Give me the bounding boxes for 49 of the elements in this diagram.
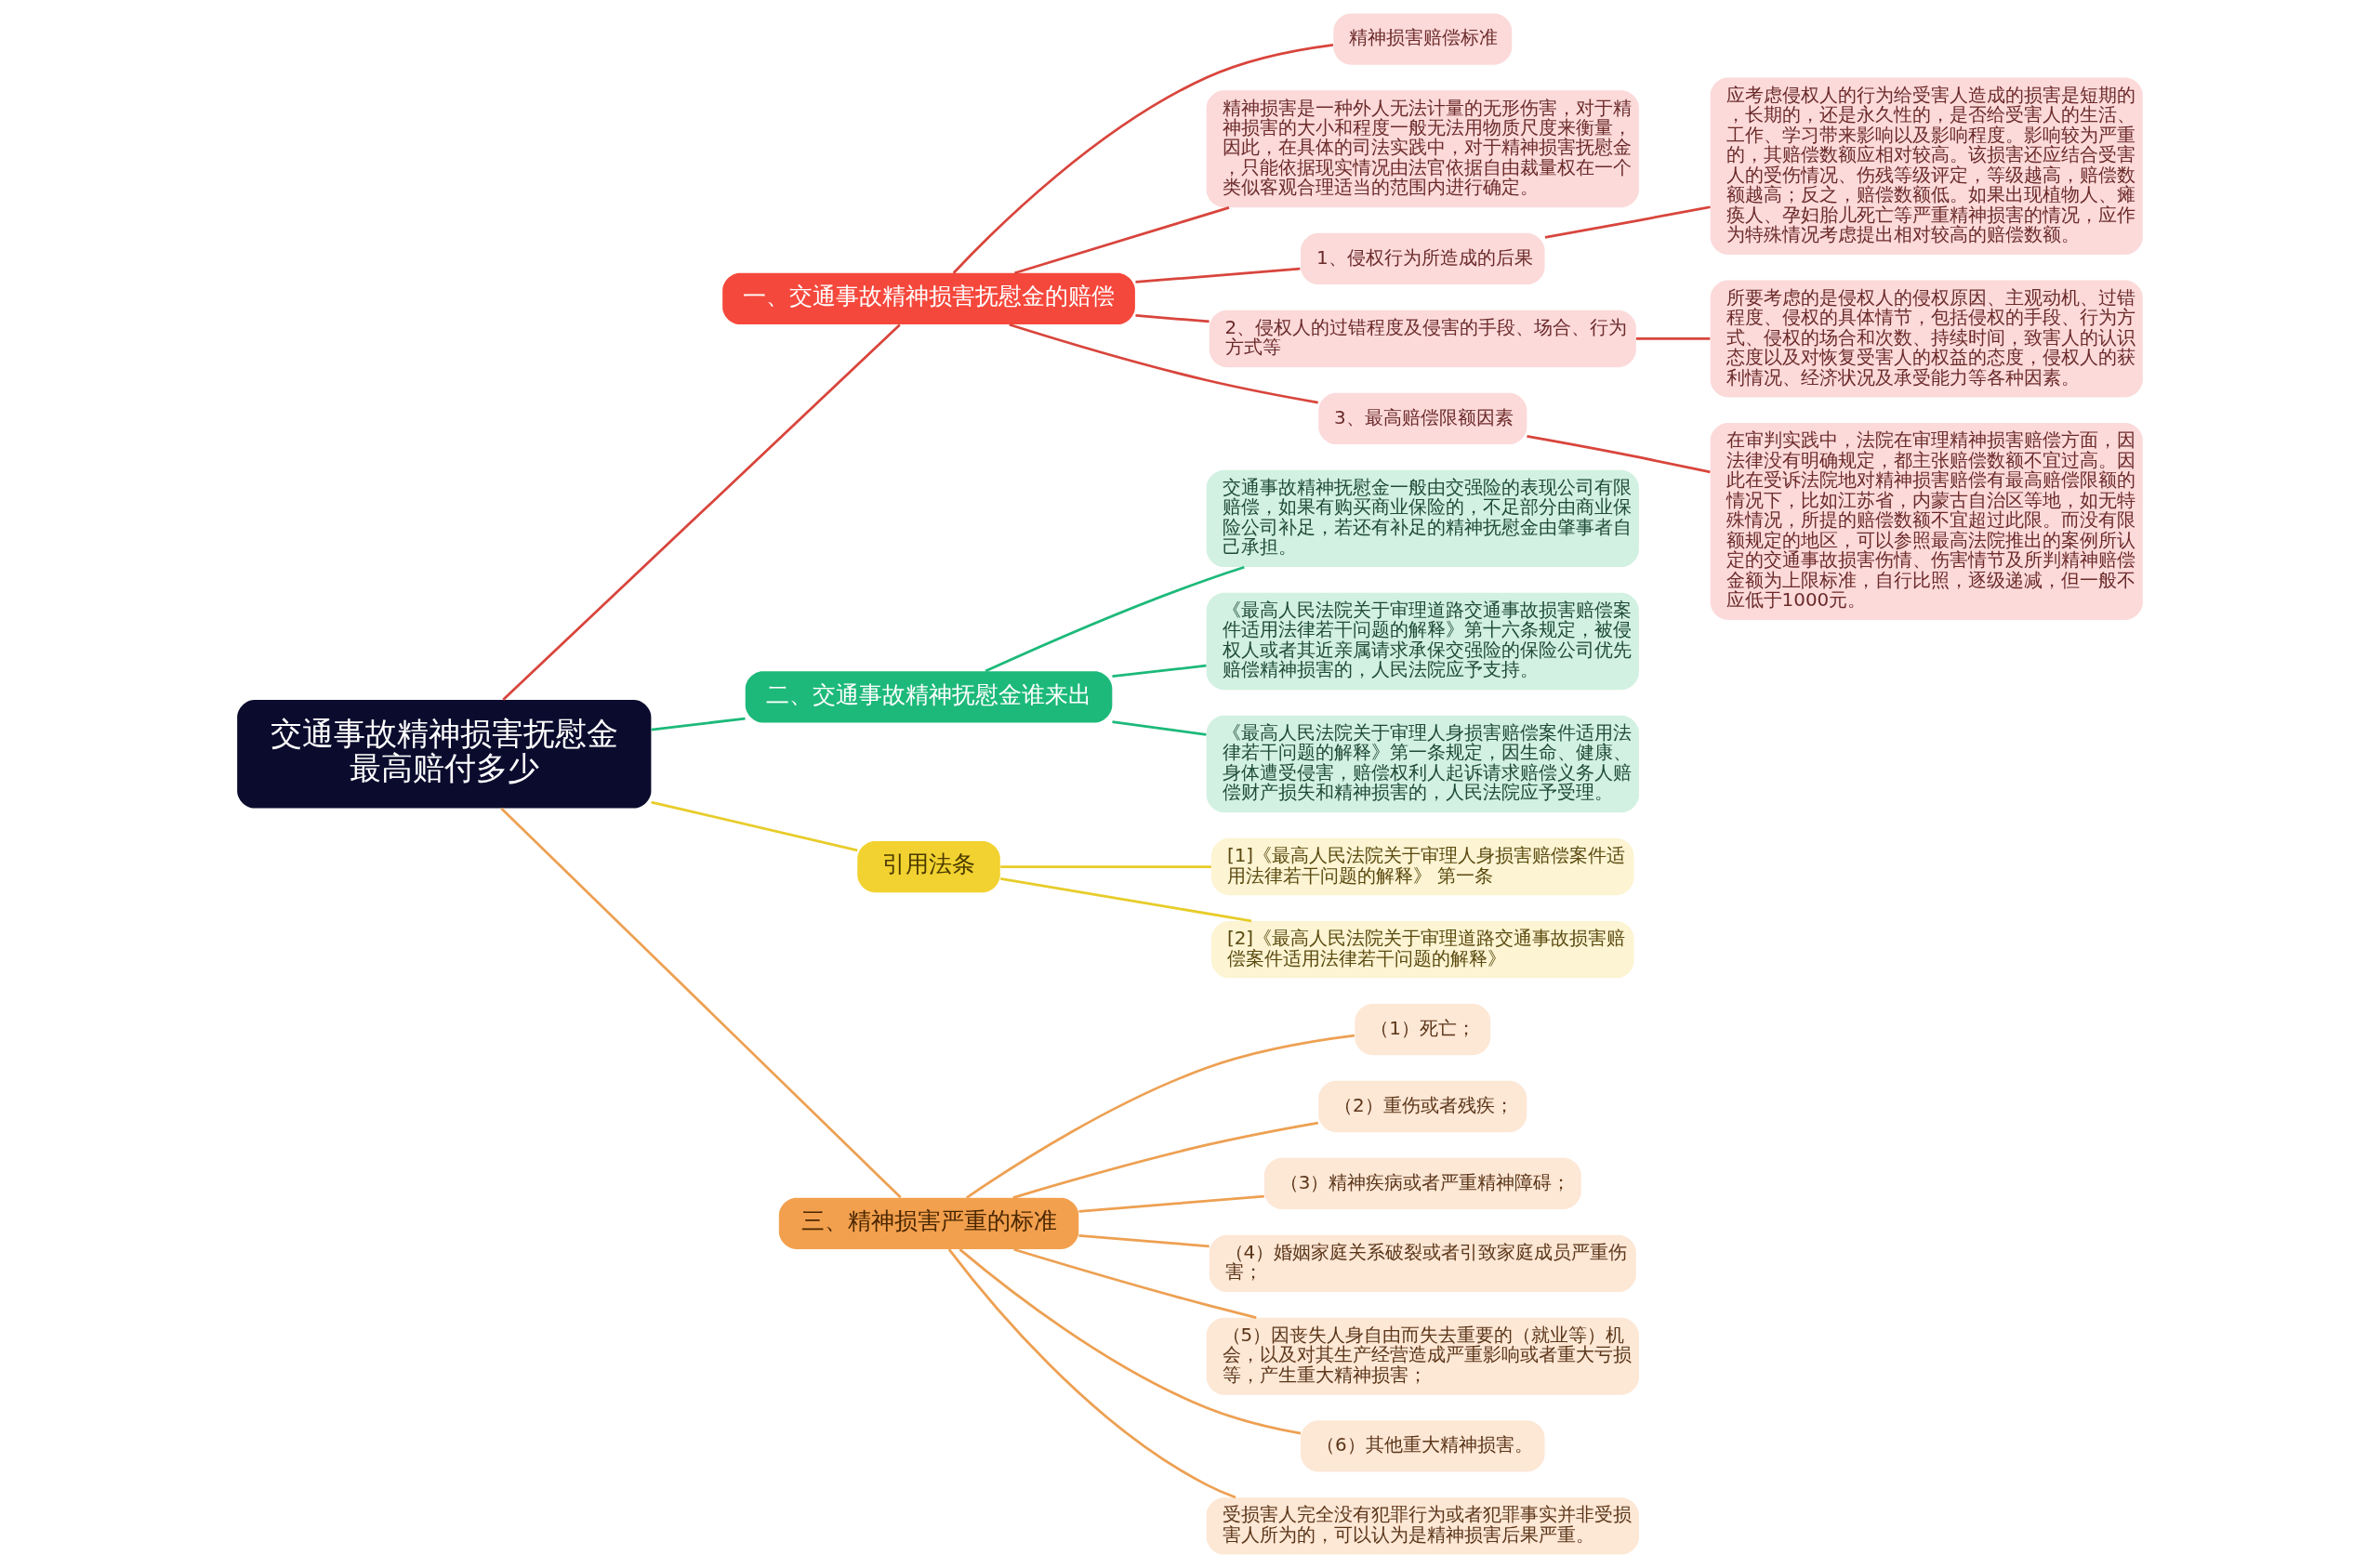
connector: [1635, 337, 1711, 340]
connector: [947, 1248, 1236, 1499]
connector: [500, 807, 902, 1199]
connector: [1135, 267, 1301, 283]
node-box: （5）因丧失人身自由而失去重要的（就业等）机会，以及对其生产经营造成严重影响或者重大亏损等，产生重大精神损害；: [1206, 1317, 1639, 1395]
connector: [952, 43, 1334, 274]
connector: [985, 565, 1245, 673]
node-box: 3、最高赔偿限额因素: [1318, 392, 1527, 445]
node-box: 精神损害赔偿标准: [1333, 13, 1513, 65]
node-box: 交通事故精神抚慰金一般由交强险的表现公司有限赔偿，如果有购买商业保险的，不足部分由商业保险公司补足，若还有补足的精神抚慰金由肇事者自己承担。: [1206, 469, 1639, 568]
node-box: 《最高人民法院关于审理人身损害赔偿案件适用法律若干问题的解释》第一条规定，因生命、健康、身体遭受侵害，赔偿权利人起诉请求赔偿义务人赔偿财产损失和精神损害的，人民法院应予受理。: [1206, 715, 1639, 813]
node-box: （6）其他重大精神损害。: [1301, 1420, 1545, 1472]
connector: [1013, 206, 1230, 275]
node-box: 《最高人民法院关于审理道路交通事故损害赔偿案件适用法律若干问题的解释》第十六条规定，被侵权人或者其近亲属请求承保交强险的保险公司优先赔偿精神损害的，人民法院应予支持。: [1206, 592, 1639, 691]
connector: [1078, 1194, 1264, 1213]
node-box: （1）死亡；: [1355, 1003, 1491, 1056]
connector: [1135, 314, 1210, 323]
connector: [1544, 205, 1711, 239]
node-box: 二、交通事故精神抚慰金谁来出: [745, 671, 1113, 723]
connector: [1009, 323, 1318, 404]
node-box: 所要考虑的是侵权人的侵权原因、主观动机、过错程度、侵权的具体情节，包括侵权的手段、行为方式、侵权的场合和次数、持续时间，致害人的认识态度以及对恢复受害人的权益的态度，侵权人的获利情况、经济状况及承受能力等各种因素。: [1710, 280, 2143, 398]
connector: [966, 1034, 1355, 1199]
node-box: 交通事故精神损害抚慰金最高赔付多少: [237, 699, 652, 809]
node-box: [2]《最高人民法院关于审理道路交通事故损害赔偿案件适用法律若干问题的解释》: [1211, 920, 1634, 979]
node-box: 引用法条: [857, 840, 1000, 893]
node-box: 三、精神损害严重的标准: [778, 1197, 1079, 1250]
connector: [1527, 434, 1711, 474]
connector: [1112, 664, 1207, 678]
node-box: 在审判实践中，法院在审理精神损害赔偿方面，因法律没有明确规定，都主张赔偿数额不宜过高。因此在受诉法院地对精神损害赔偿有最高赔偿限额的情况下，比如江苏省，内蒙古自治区等地，如无特殊情况，所提的赔偿数额不宜超过此限。而没有限额规定的地区，可以参照最高法院推出的案例所认定的交通事故损害伤情、伤害情节及所判精神赔偿金额为上限标准，自行比照，逐级递减，但一般不应低于1000元。: [1710, 423, 2143, 620]
connector: [1112, 720, 1207, 736]
connector: [959, 1248, 1302, 1435]
node-box: （4）婚姻家庭关系破裂或者引致家庭成员严重伤害；: [1209, 1234, 1636, 1293]
connector: [1078, 1234, 1210, 1248]
node-box: 精神损害是一种外人无法计量的无形伤害，对于精神损害的大小和程度一般无法用物质尺度来衡量，因此，在具体的司法实践中，对于精神损害抚慰金，只能依据现实情况由法官依据自由裁量权在一个类似客观合理适当的范围内进行确定。: [1206, 90, 1639, 208]
node-box: 受损害人完全没有犯罪行为或者犯罪事实并非受损害人所为的，可以认为是精神损害后果严重。: [1206, 1497, 1639, 1555]
node-box: 2、侵权人的过错程度及侵害的手段、场合、行为方式等: [1209, 310, 1636, 368]
node-box: 1、侵权行为所造成的后果: [1301, 232, 1545, 285]
connector: [1012, 1121, 1319, 1199]
connector: [502, 323, 901, 701]
node-box: 一、交通事故精神损害抚慰金的赔偿: [722, 272, 1135, 325]
connector: [651, 717, 746, 731]
node-box: 应考虑侵权人的行为给受害人造成的损害是短期的，长期的，还是永久性的，是否给受害人的生活、工作、学习带来影响以及影响程度。影响较为严重的，其赔偿数额应相对较高。该损害还应结合受害人的受伤情况、伤残等级评定，等级越高，赔偿数额越高；反之，赔偿数额低。如果出现植物人、瘫痪人、孕妇胎儿死亡等严重精神损害的情况，应作为特殊情况考虑提出相对较高的赔偿数额。: [1710, 77, 2143, 255]
node-box: （3）精神疾病或者严重精神障碍；: [1263, 1157, 1581, 1210]
connector: [1013, 1247, 1257, 1320]
node-box: [1]《最高人民法院关于审理人身损害赔偿案件适用法律若干问题的解释》 第一条: [1211, 837, 1634, 896]
connector: [651, 800, 858, 852]
connector: [1000, 865, 1211, 868]
connector: [1000, 876, 1252, 923]
node-box: （2）重伤或者残疾；: [1318, 1080, 1527, 1133]
